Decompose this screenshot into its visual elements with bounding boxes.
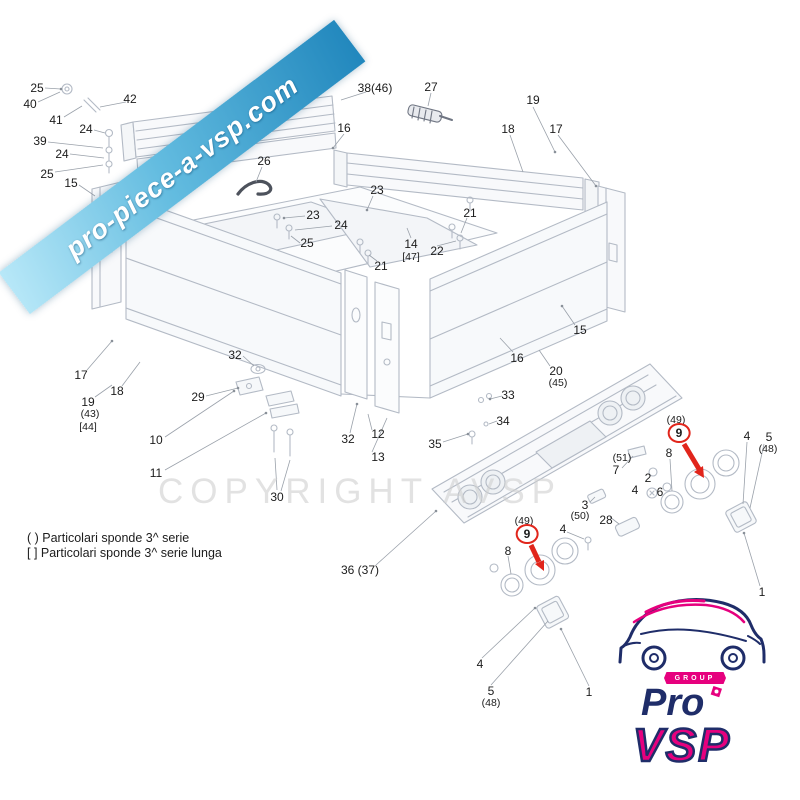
left-sideboard-drawing (125, 195, 342, 397)
latch-pieces-drawing (340, 269, 431, 414)
handle-part-drawing (407, 104, 453, 124)
legend-line-1: ( ) Particolari sponde 3^ serie (27, 531, 190, 545)
logo-pro-text: Pro (641, 682, 705, 724)
leader-dots (59, 87, 746, 631)
legend-line-2: [ ] Particolari sponde 3^ serie lunga (27, 545, 222, 560)
lamp-cluster-right-drawing (646, 449, 757, 533)
car-logo-drawing (618, 598, 766, 698)
right-sideboard-drawing (429, 201, 608, 399)
small-fasteners-drawing (468, 392, 493, 445)
tailgate-panel-drawing (431, 363, 683, 524)
leader-lines (37, 87, 765, 687)
lamp-cluster-bottom-drawing (489, 537, 579, 629)
hardware-top-left (61, 83, 114, 174)
legend: ( ) Particolari sponde 3^ serie [ ] Part… (27, 531, 222, 561)
hook-part-drawing (236, 179, 273, 196)
logo-vsp-text: VSP (632, 719, 732, 771)
gear-dot-icon (710, 685, 722, 698)
logo-group-badge: GROUP (664, 672, 726, 684)
red-arrow-1 (681, 442, 704, 478)
bracket-hardware-drawing (235, 363, 300, 457)
red-arrow-2 (528, 543, 544, 571)
